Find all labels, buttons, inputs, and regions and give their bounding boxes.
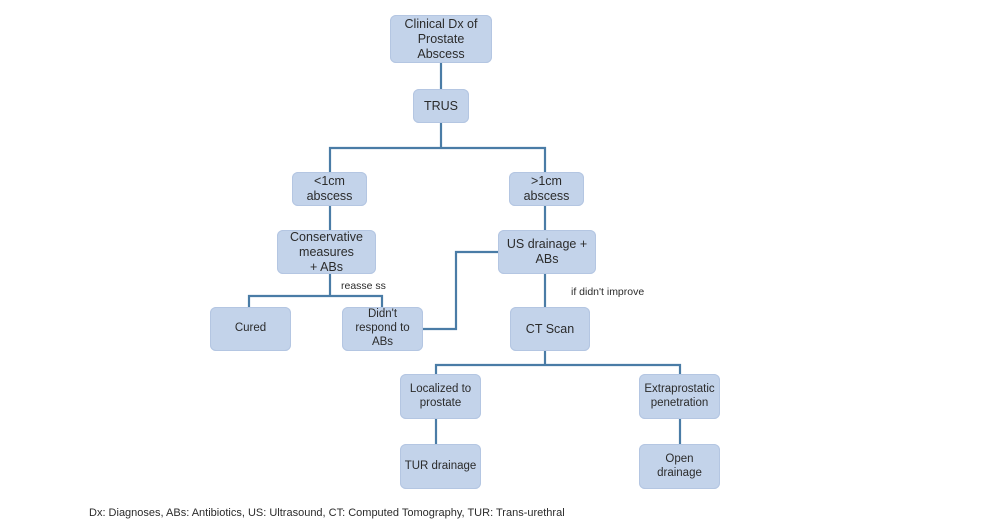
node-tur-drainage-label: TUR drainage [404,459,477,472]
footnote-abbreviations: Dx: Diagnoses, ABs: Antibiotics, US: Ult… [89,507,565,519]
node-lt-1cm: <1cm abscess [292,172,367,206]
node-trus-label: TRUS [423,98,459,113]
node-clinical-dx: Clinical Dx of Prostate Abscess [390,15,492,63]
node-open-drainage-label: Open drainage [657,452,702,479]
node-extraprostatic-label: Extraprostatic penetration [644,382,715,409]
node-didnt-respond: Didn't respond to ABs [342,307,423,351]
node-tur-drainage: TUR drainage [400,444,481,489]
node-extraprostatic: Extraprostatic penetration [639,374,720,419]
connector-split-bar [328,146,547,172]
node-ct-scan: CT Scan [510,307,590,351]
node-us-drainage: US drainage + ABs [498,230,596,274]
node-cured-label: Cured [234,322,267,335]
connector-ct-split-bar [434,363,682,374]
node-us-drainage-label: US drainage + ABs [506,237,588,266]
node-conservative-label: Conservative measures + ABs [290,229,363,274]
node-didnt-respond-label: Didn't respond to ABs [355,308,410,348]
node-ct-scan-label: CT Scan [525,321,575,336]
node-gt-1cm-label: >1cm abscess [523,174,570,203]
node-cured: Cured [210,307,291,351]
edge-label-if-didnt-improve: if didn't improve [571,286,645,298]
node-clinical-dx-label: Clinical Dx of Prostate Abscess [404,16,478,61]
connector-respond-usdrainage [423,250,498,331]
node-trus: TRUS [413,89,469,123]
node-open-drainage: Open drainage [639,444,720,489]
node-conservative: Conservative measures + ABs [277,230,376,274]
node-lt-1cm-label: <1cm abscess [306,174,353,203]
connector-cured-respond-bar [247,294,384,307]
node-gt-1cm: >1cm abscess [509,172,584,206]
node-localized: Localized to prostate [400,374,481,419]
node-localized-label: Localized to prostate [409,382,472,409]
edge-label-reasse: reasse ss [341,280,386,292]
